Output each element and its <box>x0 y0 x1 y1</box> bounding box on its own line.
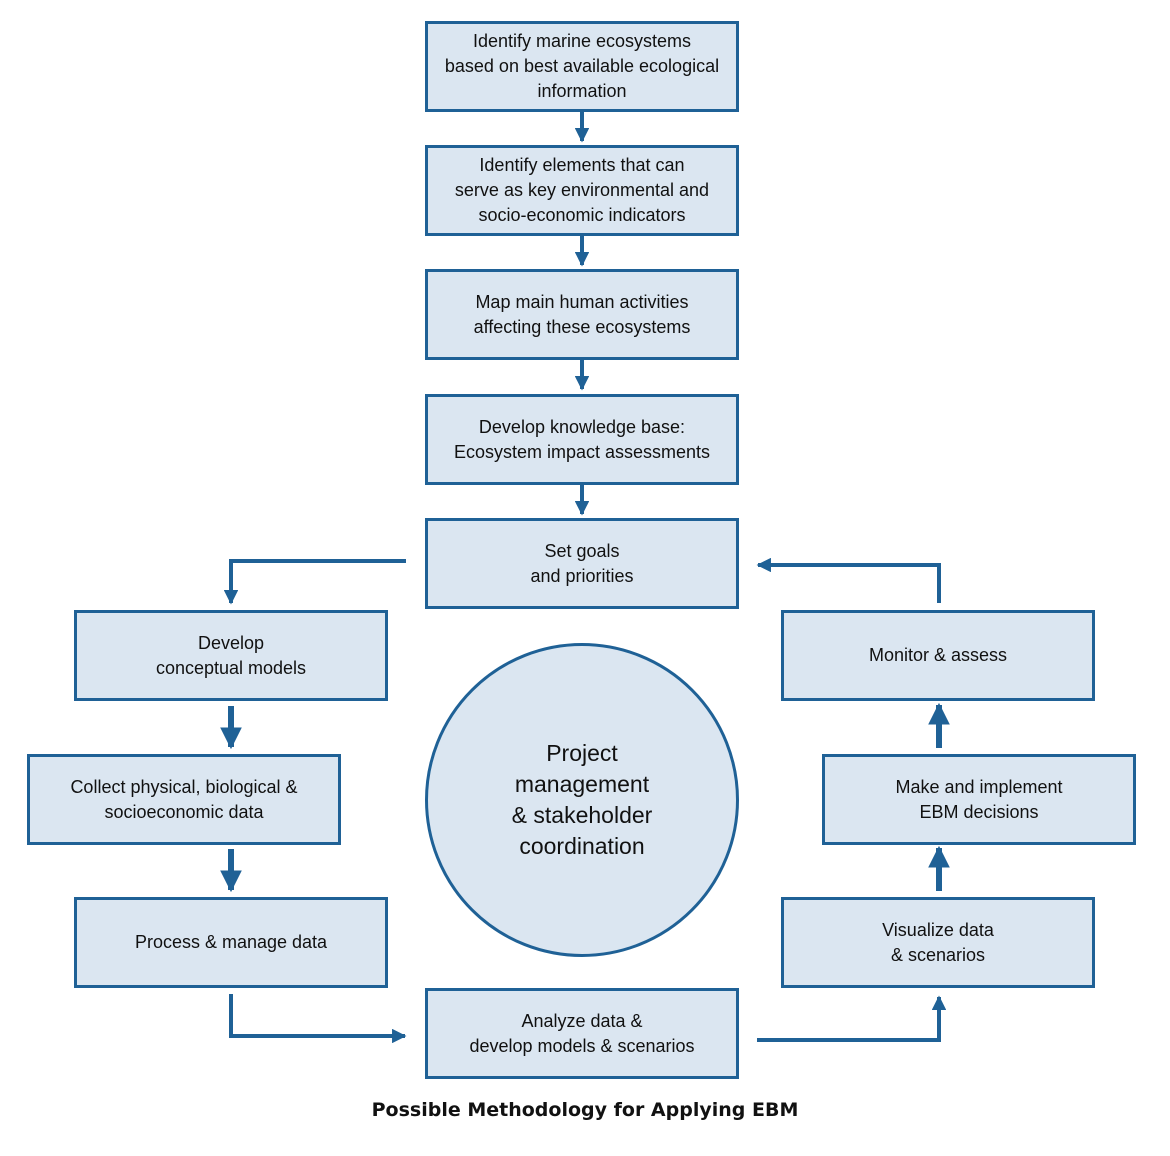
step-identify-ecosystems: Identify marine ecosystems based on best… <box>425 21 739 112</box>
step-knowledge-base: Develop knowledge base: Ecosystem impact… <box>425 394 739 485</box>
center-project-management: Project management & stakeholder coordin… <box>425 643 739 957</box>
arrow-process-to-analyze <box>229 994 407 1044</box>
diagram-caption: Possible Methodology for Applying EBM <box>371 1099 799 1121</box>
step-identify-indicators: Identify elements that can serve as key … <box>425 145 739 236</box>
arrow-monitor-to-goals <box>756 557 941 603</box>
step-set-goals: Set goals and priorities <box>425 518 739 609</box>
step-visualize-data: Visualize data & scenarios <box>781 897 1095 988</box>
step-monitor-assess: Monitor & assess <box>781 610 1095 701</box>
step-analyze-data: Analyze data & develop models & scenario… <box>425 988 739 1079</box>
step-collect-data: Collect physical, biological & socioecon… <box>27 754 341 845</box>
step-conceptual-models: Develop conceptual models <box>74 610 388 701</box>
step-make-decisions: Make and implement EBM decisions <box>822 754 1136 845</box>
arrow-goals-to-conceptual <box>223 559 406 605</box>
step-process-data: Process & manage data <box>74 897 388 988</box>
arrow-analyze-to-visualize <box>757 995 947 1042</box>
step-map-activities: Map main human activities affecting thes… <box>425 269 739 360</box>
